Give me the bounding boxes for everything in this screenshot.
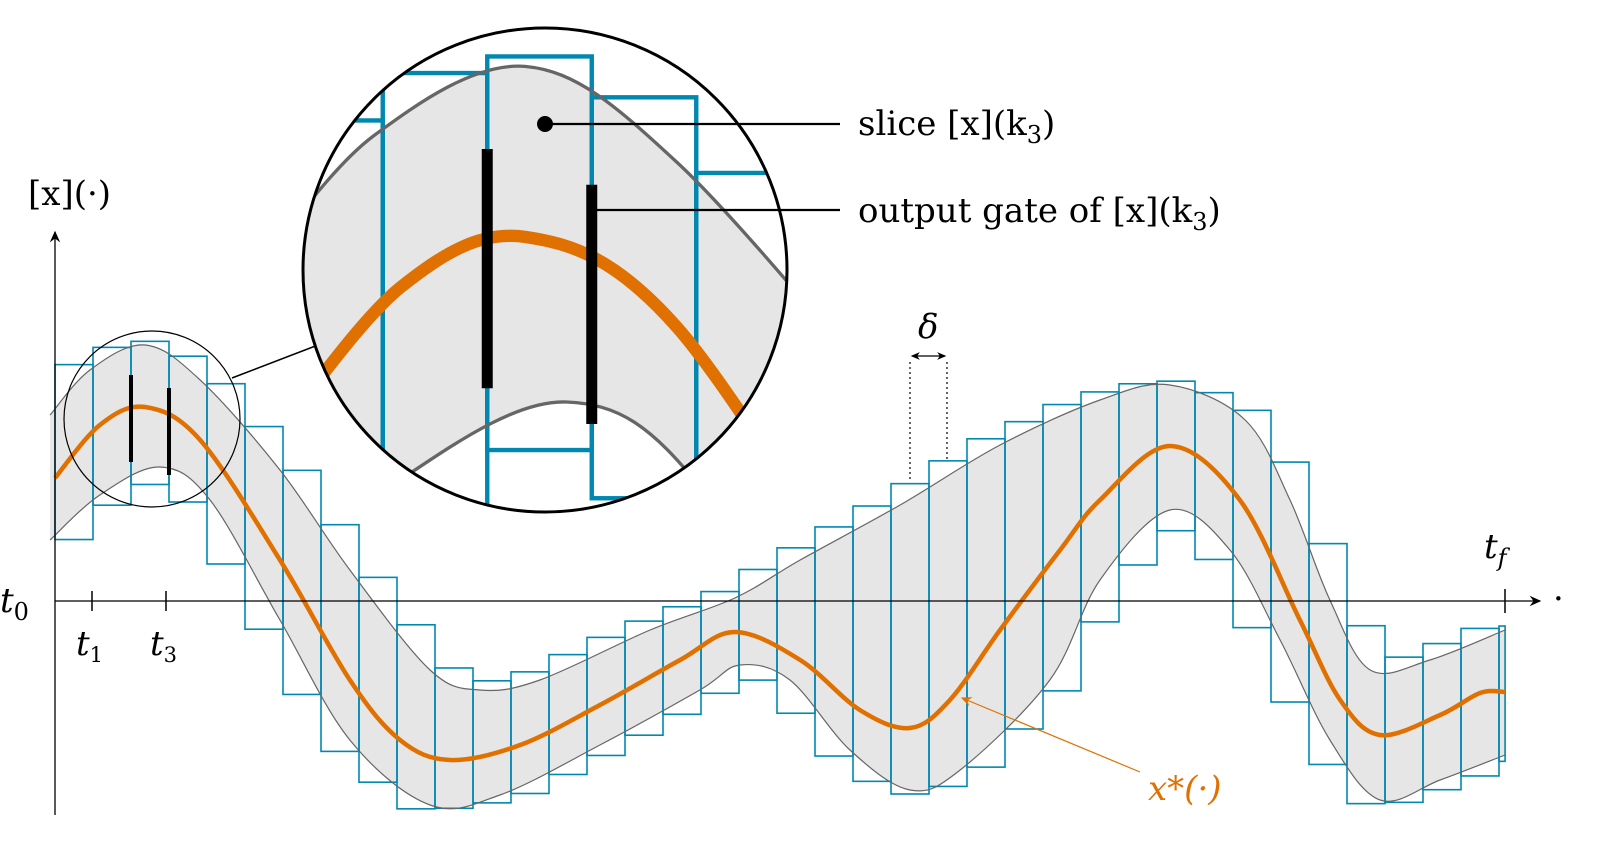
label-output-gate: output gate of [x](k3) <box>858 191 1221 236</box>
zoom-circle <box>301 26 789 514</box>
zoom-trajectory-x-star <box>303 229 787 512</box>
label-t1: t1 <box>76 624 103 667</box>
lower-envelope <box>49 466 1506 810</box>
trajectory-x-star <box>53 404 1506 763</box>
zoom-connector <box>231 344 319 379</box>
scene <box>49 340 1506 810</box>
label-t0: t0 <box>0 581 29 626</box>
label-tf: tf <box>1484 527 1511 572</box>
label-delta: δ <box>918 307 938 347</box>
zoom-source-circle <box>63 330 241 508</box>
label-t3: t3 <box>150 624 177 667</box>
label-x-star: x*(·) <box>1148 769 1222 809</box>
upper-envelope <box>49 344 1506 692</box>
zoom-uncertainty-band <box>303 66 787 512</box>
axis-end-dot: · <box>1553 579 1564 619</box>
y-axis-label: [x](·) <box>28 174 111 214</box>
label-slice: slice [x](k3) <box>858 104 1055 149</box>
x-star-pointer <box>960 697 1141 773</box>
zoom-slice-box <box>694 170 787 512</box>
